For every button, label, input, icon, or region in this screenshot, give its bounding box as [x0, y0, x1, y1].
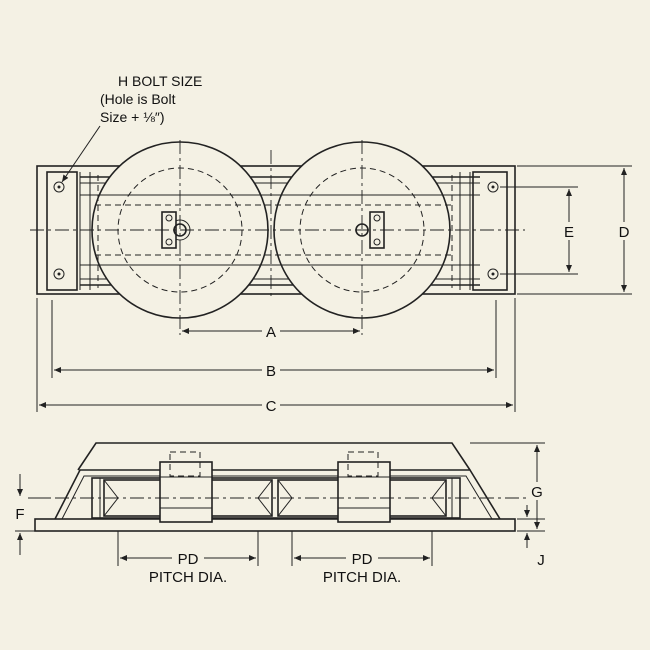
bolt-holes	[53, 181, 499, 280]
dim-d-label: D	[619, 224, 630, 241]
dim-f-label: F	[15, 506, 24, 523]
elevation-base	[34, 518, 516, 532]
dim-j-label: J	[537, 552, 545, 569]
bolt-note-line1: H BOLT SIZE	[118, 73, 202, 89]
dim-g-label: G	[531, 484, 543, 501]
pd-left-abbr: PD	[178, 551, 199, 568]
dim-a-label: A	[266, 324, 276, 341]
plan-view	[30, 140, 525, 335]
pd-right-abbr: PD	[352, 551, 373, 568]
dim-c-label: C	[266, 398, 277, 415]
bolt-note-line3: Size + ⅛″)	[100, 109, 164, 125]
elevation-view	[30, 442, 530, 532]
pd-left-full: PITCH DIA.	[149, 569, 227, 586]
dim-b-label: B	[266, 363, 276, 380]
dim-e-label: E	[564, 224, 574, 241]
bolt-note-line2: (Hole is Bolt	[100, 91, 176, 107]
pd-right-full: PITCH DIA.	[323, 569, 401, 586]
